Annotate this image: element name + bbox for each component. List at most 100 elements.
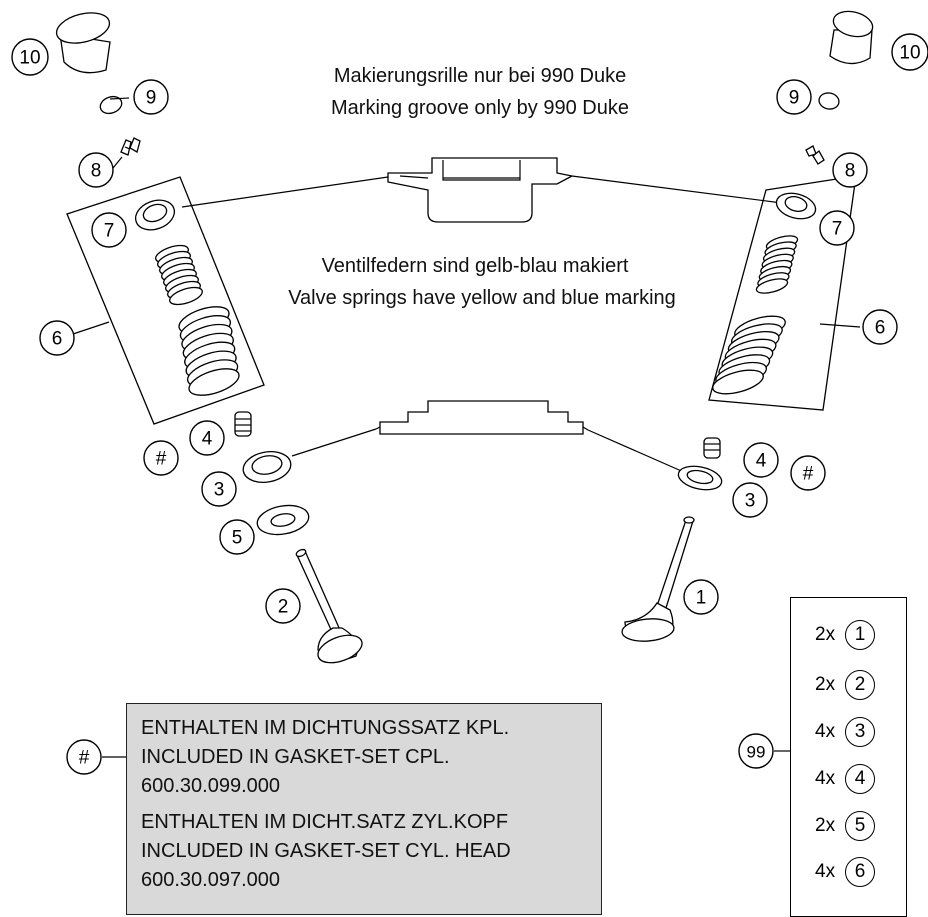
svg-text:9: 9 [146,88,157,109]
svg-text:2: 2 [278,597,289,618]
spring-coil [188,368,240,396]
groove-leader-right [571,175,783,204]
valve-keepers-right [805,145,825,165]
outer-valve-spring-right [712,315,786,395]
qty-count: 4x [815,861,836,882]
svg-text:6: 6 [875,318,886,339]
svg-text:#: # [79,748,90,769]
svg-text:5: 5 [232,528,243,549]
gasket-line-6: 600.30.097.000 [141,869,281,891]
outer-valve-spring-left [178,306,240,396]
callout-left-8: 8 [78,152,114,188]
spring-coil [712,369,764,395]
qty-row: 2x 2 [815,668,875,702]
valve-seat-profile [375,400,589,435]
spring-assembly-frame-right [708,175,857,411]
groove-note-german: Makierungsrille nur bei 990 Duke [334,65,626,87]
svg-text:#: # [803,464,814,485]
spring-coil [169,286,203,306]
leader-left-8 [112,156,123,169]
svg-text:4: 4 [756,451,767,472]
spring-seat-left [242,451,292,483]
springs-note-german: Ventilfedern sind gelb-blau makiert [322,255,629,277]
svg-text:8: 8 [845,161,856,182]
qty-part-callout: 3 [845,717,875,747]
intake-valve-right [621,516,695,642]
groove-leader-left [181,176,389,208]
callout-left-hash: # [143,440,179,476]
valve-stem-seal-left [234,411,252,437]
spring-seat-right [677,465,723,491]
svg-text:#: # [156,449,167,470]
gasket-line-5: INCLUDED IN GASKET-SET CYL. HEAD [141,840,511,862]
gasket-line-2: INCLUDED IN GASKET-SET CPL. [141,746,450,768]
qty-part-callout: 1 [845,620,875,650]
spring-assembly-frame-left [66,176,265,425]
tappet-right [829,10,874,65]
valve-stem-seal-right [703,437,721,459]
qty-count: 2x [815,815,836,836]
qty-row: 4x 4 [815,762,875,796]
callout-left-3: 3 [201,471,237,507]
callout-right-6: 6 [862,309,898,345]
leader-right-6 [819,323,861,328]
callout-left-6: 6 [39,320,75,356]
inner-valve-spring-right [755,235,799,294]
gasket-line-4: ENTHALTEN IM DICHT.SATZ ZYL.KOPF [141,811,509,833]
groove-note-english: Marking groove only by 990 Duke [331,97,629,119]
springs-note-english: Valve springs have yellow and blue marki… [288,287,676,309]
tappet-left [55,12,111,74]
svg-text:9: 9 [789,88,800,109]
svg-text:7: 7 [104,221,115,242]
callout-left-5: 5 [219,519,255,555]
callout-left-10: 10 [11,38,49,76]
shim-right [818,92,840,110]
spring-retainer-right [775,192,817,220]
qty-count: 2x [815,624,836,645]
qty-part-callout: 5 [845,811,875,841]
callout-right-9: 9 [776,79,812,115]
qty-row: 2x 1 [815,618,875,652]
svg-text:4: 4 [202,429,213,450]
svg-text:10: 10 [19,48,40,69]
qty-part-callout: 4 [845,764,875,794]
callout-right-4: 4 [743,442,779,478]
inner-valve-spring-left [155,244,203,306]
qty-part-callout: 6 [845,857,875,887]
gasket-line-1: ENTHALTEN IM DICHTUNGSSATZ KPL. [141,717,510,739]
svg-text:7: 7 [832,219,843,240]
washer-left [256,504,310,536]
qty-count: 4x [815,768,836,789]
callout-left-2: 2 [265,588,301,624]
gasket-set-info-box: ENTHALTEN IM DICHTUNGSSATZ KPL. INCLUDED… [126,703,602,915]
callout-left-9: 9 [133,79,169,115]
gasket-line-3: 600.30.099.000 [141,775,281,797]
seat-leader-right [587,429,687,474]
callout-right-7: 7 [819,210,855,246]
qty-row: 2x 5 [815,809,875,843]
callout-right-3: 3 [732,482,768,518]
callout-legend-hash: # [66,739,102,775]
spring-coil [755,278,789,294]
callout-right-hash: # [790,455,826,491]
svg-text:3: 3 [745,491,756,512]
marking-groove-profile [387,157,574,223]
callout-right-8: 8 [832,152,868,188]
callout-right-10: 10 [891,33,928,71]
qty-part-callout: 2 [845,670,875,700]
shim-left [99,95,123,115]
spring-retainer-left [134,199,176,231]
svg-text:6: 6 [52,329,63,350]
svg-text:8: 8 [91,161,102,182]
callout-legend-99: 99 [738,733,774,769]
leader-left-9 [109,97,130,100]
exhaust-valve-left [295,548,363,664]
qty-count: 2x [815,674,836,695]
callout-left-4: 4 [189,420,225,456]
valve-keepers-left [120,137,141,156]
seat-leader-left [291,428,377,457]
callout-left-7: 7 [91,212,127,248]
svg-text:99: 99 [747,743,766,762]
